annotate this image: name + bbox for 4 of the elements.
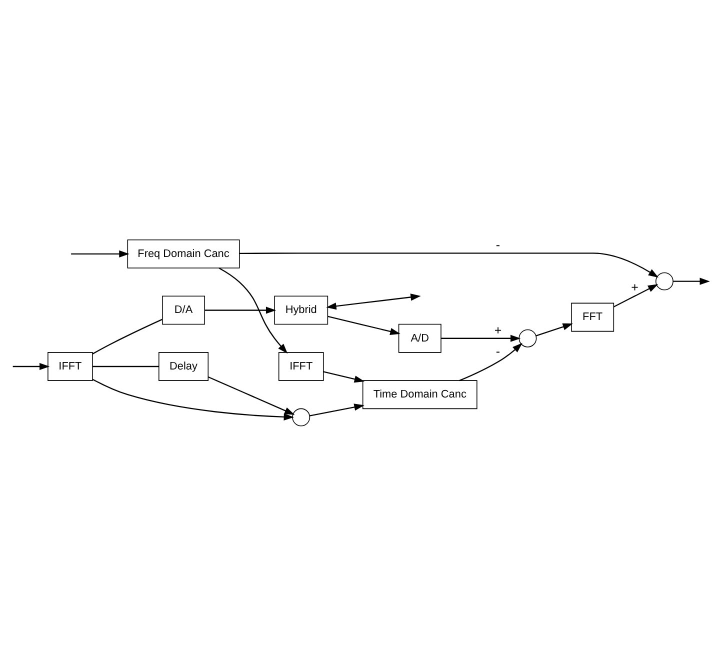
edge-label: - xyxy=(496,344,500,358)
edge-label: - xyxy=(496,238,500,252)
edge-label: + xyxy=(494,323,502,338)
edge-label: + xyxy=(631,280,638,294)
